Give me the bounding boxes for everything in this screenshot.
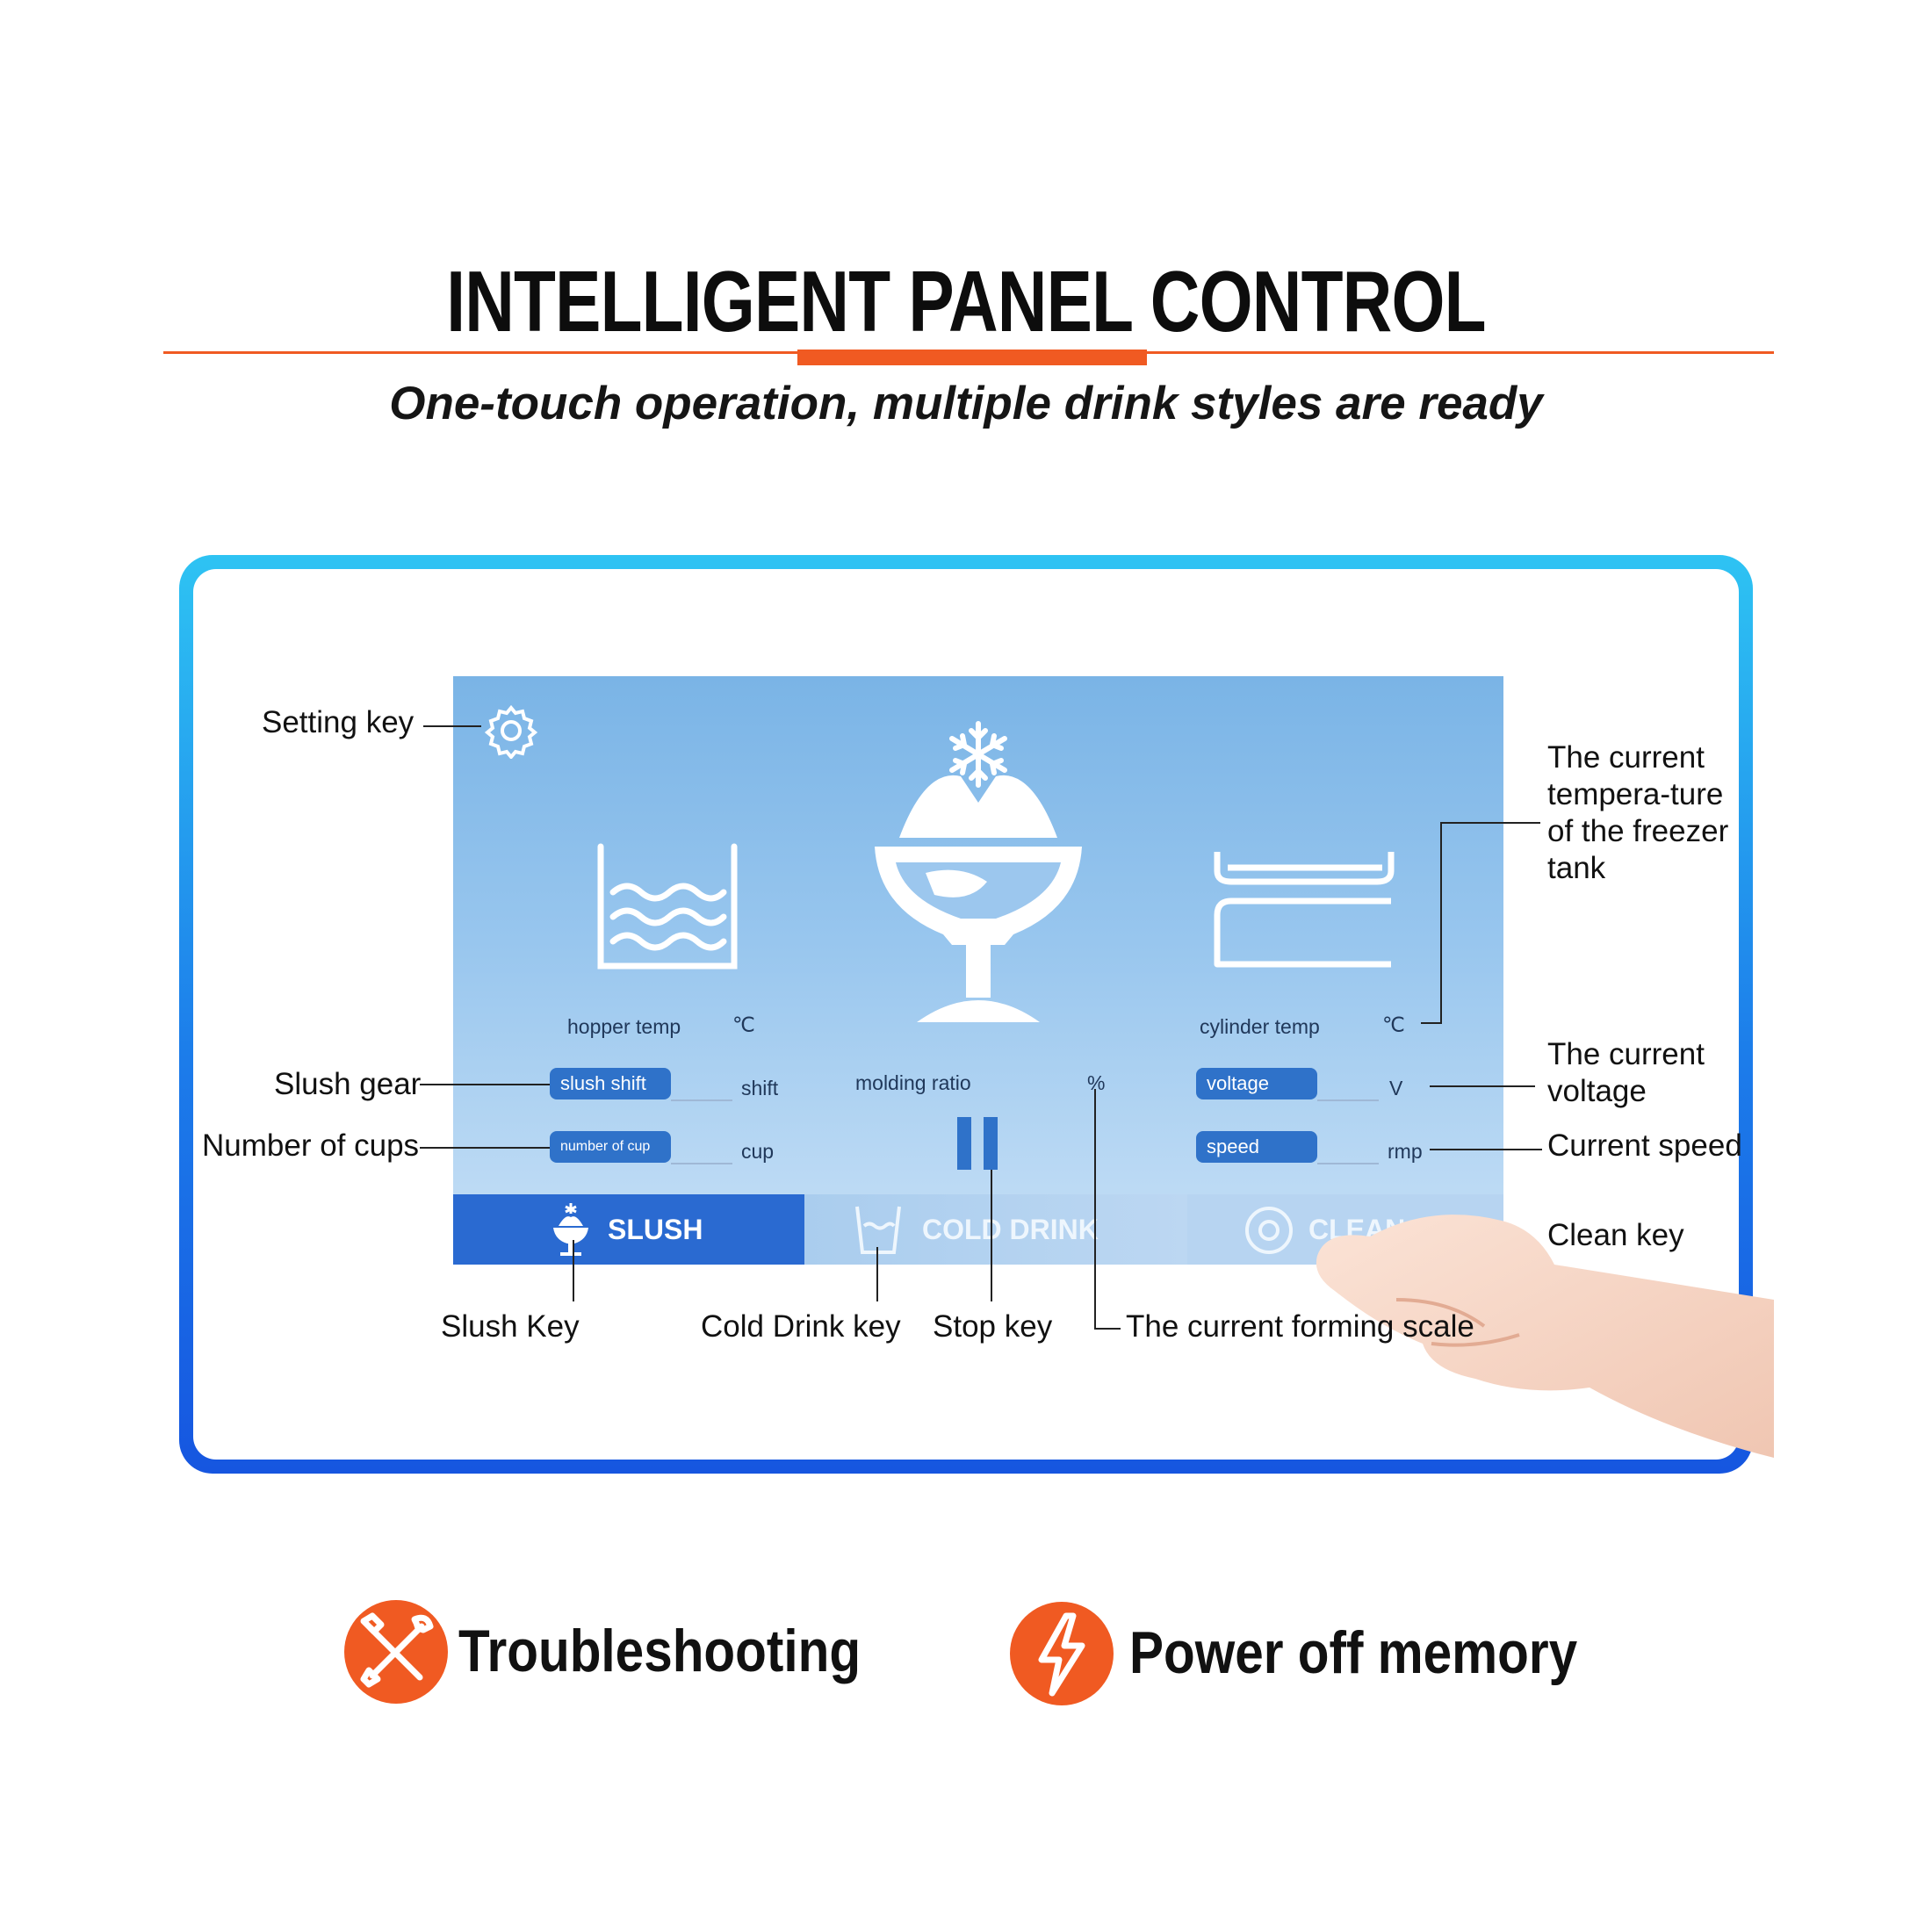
leader-stop-key <box>991 1170 992 1301</box>
callout-freezer-temp: The current tempera-ture of the freezer … <box>1547 740 1729 885</box>
callout-current-voltage: The current voltage <box>1547 1037 1705 1108</box>
callout-current-speed: Current speed <box>1547 1128 1742 1163</box>
voltage-underline <box>1317 1099 1379 1101</box>
callout-number-of-cups: Number of cups <box>202 1128 420 1163</box>
speed-button[interactable]: speed <box>1196 1131 1317 1163</box>
speed-unit: rmp <box>1388 1140 1423 1163</box>
tab-cold-drink-label: COLD DRINK <box>922 1214 1099 1245</box>
callout-cold-drink-key: Cold Drink key <box>701 1309 901 1344</box>
number-of-cup-button[interactable]: number of cup <box>550 1131 671 1163</box>
leader-freezer-temp-end <box>1421 1022 1442 1024</box>
leader-freezer-temp-h <box>1440 822 1540 824</box>
slush-shift-underline <box>671 1099 732 1101</box>
leader-current-speed <box>1430 1149 1542 1150</box>
molding-ratio-unit: % <box>1087 1071 1106 1094</box>
pause-icon <box>957 1117 971 1170</box>
tab-slush[interactable]: SLUSH <box>453 1194 804 1265</box>
clean-icon <box>1245 1207 1293 1254</box>
slush-shift-unit: shift <box>741 1077 779 1099</box>
page-subtitle: One-touch operation, multiple drink styl… <box>389 378 1543 429</box>
callout-forming-scale: The current forming scale <box>1126 1309 1474 1344</box>
feature-troubleshooting: Troubleshooting <box>458 1618 861 1684</box>
feature-power-off-memory: Power off memory <box>1129 1619 1578 1686</box>
voltage-unit: V <box>1389 1077 1403 1099</box>
stop-button[interactable] <box>957 1117 999 1170</box>
tab-cold-drink[interactable]: COLD DRINK <box>804 1194 1187 1265</box>
leader-current-voltage <box>1430 1085 1535 1087</box>
callout-clean-key: Clean key <box>1547 1218 1684 1252</box>
gear-icon[interactable] <box>483 703 539 759</box>
page-title: INTELLIGENT PANEL CONTROL <box>446 253 1486 350</box>
voltage-button[interactable]: voltage <box>1196 1068 1317 1099</box>
number-of-cup-unit: cup <box>741 1140 775 1163</box>
leader-freezer-temp-v <box>1440 822 1442 1024</box>
hopper-icon <box>597 843 738 970</box>
power-off-memory-badge <box>1010 1602 1114 1705</box>
slush-cup-icon <box>875 721 1082 1022</box>
callout-stop-key: Stop key <box>933 1309 1053 1344</box>
tab-slush-label: SLUSH <box>608 1214 703 1245</box>
speed-underline <box>1317 1163 1379 1164</box>
title-divider-accent <box>797 350 1147 365</box>
leader-forming-scale-v <box>1094 1089 1096 1330</box>
cylinder-temp-label: cylinder temp <box>1200 1015 1320 1038</box>
hand-pointer-image <box>1316 1215 1774 1458</box>
leader-forming-scale-h <box>1094 1328 1121 1330</box>
slush-shift-button[interactable]: slush shift <box>550 1068 671 1099</box>
callout-setting-key: Setting key <box>262 705 415 739</box>
leader-cold-drink-key <box>876 1247 878 1301</box>
callout-slush-key: Slush Key <box>441 1309 580 1344</box>
callout-slush-gear: Slush gear <box>274 1067 422 1101</box>
cylinder-temp-unit: ℃ <box>1382 1013 1405 1036</box>
lightning-icon <box>1038 1612 1085 1697</box>
leader-setting-key <box>423 725 481 727</box>
cold-drink-icon <box>855 1206 901 1254</box>
pause-icon-bar <box>984 1117 998 1170</box>
leader-slush-gear <box>420 1084 550 1085</box>
troubleshooting-badge <box>344 1600 448 1704</box>
hopper-temp-label: hopper temp <box>567 1015 681 1038</box>
slush-cup-small-icon <box>553 1203 588 1256</box>
tools-icon <box>360 1612 434 1688</box>
molding-ratio-label: molding ratio <box>855 1071 971 1094</box>
leader-slush-key <box>573 1240 574 1301</box>
leader-number-of-cups <box>420 1147 550 1149</box>
cylinder-icon <box>1214 852 1395 968</box>
hopper-temp-unit: ℃ <box>732 1013 755 1036</box>
number-of-cup-underline <box>671 1163 732 1164</box>
